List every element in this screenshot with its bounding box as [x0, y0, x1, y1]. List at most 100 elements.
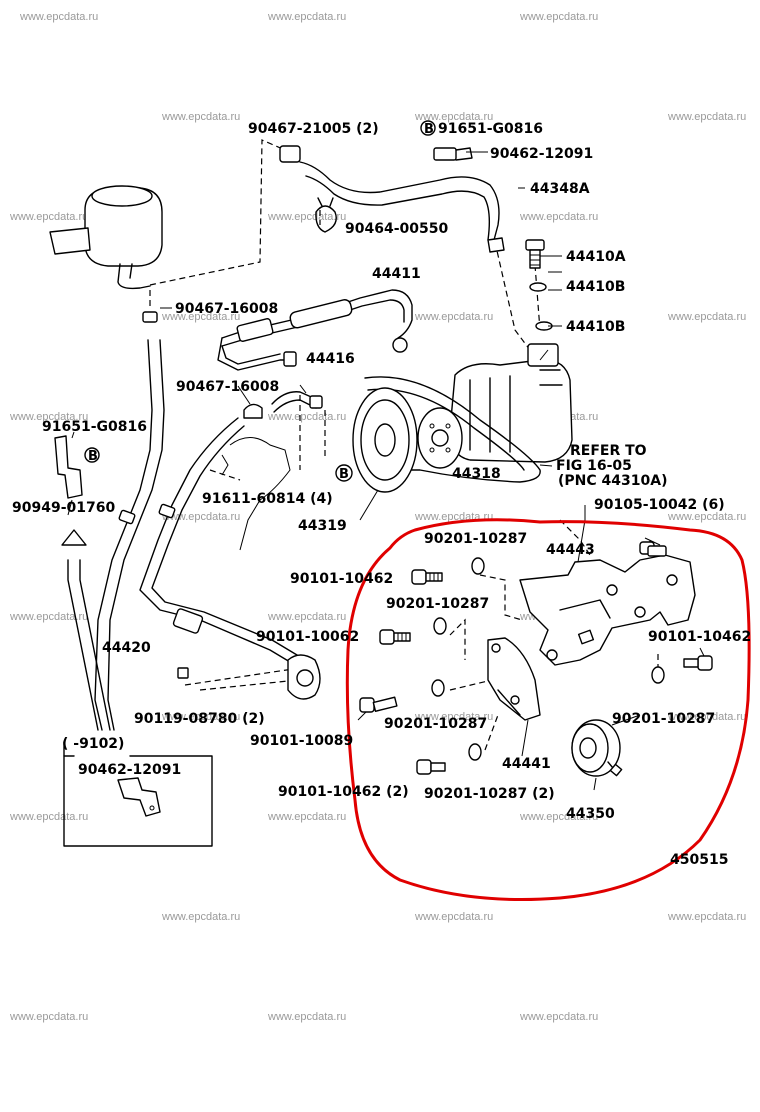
label-90101-10462-c: 90101-10462 (2)	[278, 784, 409, 800]
label-pnc-44310a: (PNC 44310A)	[558, 473, 667, 489]
clamp-90464-00550	[315, 197, 337, 233]
bolt-90101-10062	[379, 629, 411, 645]
figure-number: 450515	[670, 852, 728, 868]
label-44416: 44416	[306, 351, 355, 367]
washer-90201-10287-b	[433, 617, 447, 635]
label-44410a: 44410A	[566, 249, 626, 265]
label-90101-10462-b: 90101-10462	[648, 629, 751, 645]
watermark: www.epcdata.ru	[519, 1011, 598, 1023]
washer-90201-10287-e	[468, 743, 482, 761]
label-44443: 44443	[546, 542, 595, 558]
label-inset-range: ( -9102)	[62, 736, 124, 752]
drive-belt	[364, 376, 541, 483]
clamp-90467-16008-upper	[142, 311, 158, 323]
label-44348a: 44348A	[530, 181, 590, 197]
part-labels: 90467-21005 (2) B 91651-G0816 90462-1209…	[12, 120, 751, 868]
watermark: www.epcdata.ru	[267, 1011, 346, 1023]
label-44410b-1: 44410B	[566, 279, 625, 295]
watermark: www.epcdata.ru	[267, 11, 346, 23]
bracket-44441	[487, 637, 541, 721]
label-90201-10287-b: 90201-10287	[386, 596, 489, 612]
label-90467-16008-b: 90467-16008	[176, 379, 279, 395]
watermark: www.epcdata.ru	[267, 811, 346, 823]
watermark: www.epcdata.ru	[9, 1011, 88, 1023]
watermark: www.epcdata.ru	[267, 211, 346, 223]
watermark: www.epcdata.ru	[667, 311, 746, 323]
watermark: www.epcdata.ru	[161, 311, 240, 323]
bolt-90101-10089	[359, 696, 398, 713]
watermark: www.epcdata.ru	[161, 711, 240, 723]
hose-44416	[271, 391, 323, 413]
label-90201-10287-a: 90201-10287	[424, 531, 527, 547]
watermark: www.epcdata.ru	[519, 811, 598, 823]
bolt-90101-10462-a	[411, 569, 443, 585]
watermark: www.epcdata.ru	[414, 711, 493, 723]
bolt-90101-10462-c	[416, 759, 446, 775]
label-44420: 44420	[102, 640, 151, 656]
label-44411: 44411	[372, 266, 421, 282]
watermark: www.epcdata.ru	[9, 611, 88, 623]
leader-lines	[149, 139, 659, 751]
badge-b: B	[424, 122, 434, 137]
label-90201-10287-e: 90201-10287 (2)	[424, 786, 555, 802]
watermark: www.epcdata.ru	[667, 511, 746, 523]
svg-text:B: B	[339, 467, 349, 482]
watermark: www.epcdata.ru	[667, 711, 746, 723]
drive-belt-inner	[367, 388, 525, 471]
washer-90201-10287-c	[431, 679, 445, 697]
watermark: www.epcdata.ru	[267, 411, 346, 423]
label-refer-to: REFER TO	[570, 443, 647, 459]
watermark: www.epcdata.ru	[9, 811, 88, 823]
label-90101-10089: 90101-10089	[250, 733, 353, 749]
label-90119-08780: 90119-08780 (2)	[134, 711, 265, 727]
return-hose-44420	[94, 339, 321, 731]
reservoir-tank	[49, 185, 163, 290]
pump-assembly	[449, 343, 573, 463]
watermark: www.epcdata.ru	[9, 411, 88, 423]
highlight-outline	[345, 518, 751, 902]
label-90464-00550: 90464-00550	[345, 221, 448, 237]
union-bolt-44410a	[525, 239, 545, 269]
clamp-90949-01760: B	[54, 435, 100, 499]
watermark: www.epcdata.ru	[667, 911, 746, 923]
idler-pulley-44350	[571, 719, 623, 777]
bolt-90101-10462-b	[683, 655, 713, 671]
hose-44348a	[279, 145, 505, 253]
label-90101-10062: 90101-10062	[256, 629, 359, 645]
watermark: www.epcdata.ru	[414, 111, 493, 123]
inset-arrow	[61, 529, 111, 731]
pressure-tube-44411	[217, 289, 413, 371]
label-44441: 44441	[502, 756, 551, 772]
washer-90201-10287-d	[651, 666, 665, 684]
label-90201-10287-d: 90201-10287	[612, 711, 715, 727]
nut-44319: B	[335, 464, 353, 482]
label-91611-60814: 91611-60814 (4)	[202, 491, 333, 507]
engine-outline	[221, 437, 291, 551]
label-44318: 44318	[452, 466, 501, 482]
bolt-90105-10042	[639, 541, 667, 557]
label-leaders	[67, 151, 705, 791]
label-fig-16-05: FIG 16-05	[556, 458, 632, 474]
label-44350: 44350	[566, 806, 615, 822]
label-44319: 44319	[298, 518, 347, 534]
label-90949-01760: 90949-01760	[12, 500, 115, 516]
label-91651-g0816: 91651-G0816	[438, 121, 543, 137]
watermark: www.epcdata.ru	[667, 111, 746, 123]
label-44410b-2: 44410B	[566, 319, 625, 335]
label-90201-10287-c: 90201-10287	[384, 716, 487, 732]
pulley-44318	[352, 387, 463, 493]
label-90462-12091: 90462-12091	[490, 146, 593, 162]
watermark: www.epcdata.ru	[519, 211, 598, 223]
watermark: www.epcdata.ru	[9, 211, 88, 223]
watermark: www.epcdata.ru	[414, 911, 493, 923]
watermark: www.epcdata.ru	[414, 311, 493, 323]
clamp-90467-16008-lower	[243, 403, 263, 419]
bracket-44443	[519, 554, 696, 666]
svg-text:B: B	[88, 449, 98, 464]
label-90101-10462-a: 90101-10462	[290, 571, 393, 587]
watermark: www.epcdata.ru	[161, 111, 240, 123]
washer-90201-10287-a	[471, 557, 485, 575]
label-90467-21005: 90467-21005 (2)	[248, 121, 379, 137]
label-91651-g0816-top: B 91651-G0816	[420, 120, 543, 137]
